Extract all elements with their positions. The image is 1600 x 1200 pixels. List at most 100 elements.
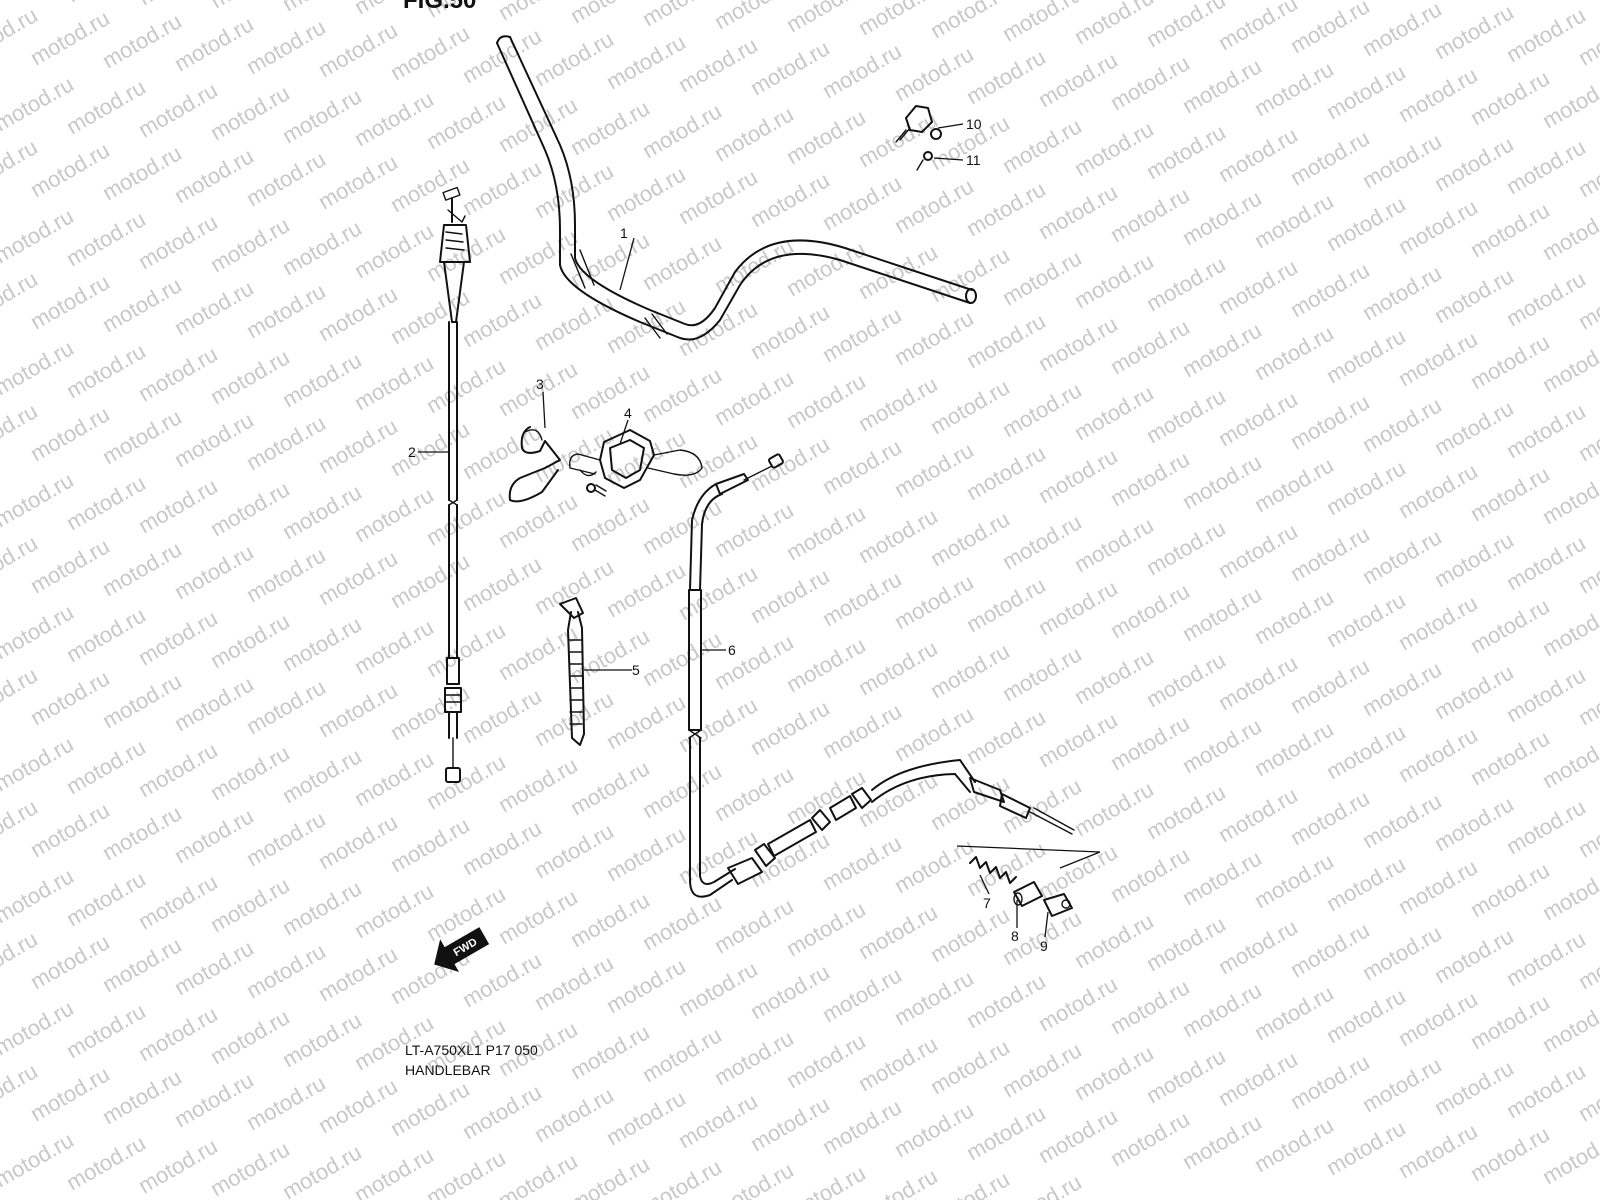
watermark-text: motod.ru: [62, 602, 150, 667]
watermark-text: motod.ru: [854, 635, 942, 700]
watermark-text: motod.ru: [350, 878, 438, 943]
watermark-text: motod.ru: [1394, 62, 1482, 127]
watermark-text: motod.ru: [1250, 56, 1338, 121]
watermark-text: motod.ru: [1142, 1043, 1230, 1108]
watermark-text: motod.ru: [854, 503, 942, 568]
watermark-text: motod.ru: [206, 1136, 294, 1200]
watermark-text: motod.ru: [1106, 974, 1194, 1039]
watermark-text: motod.ru: [1502, 926, 1590, 991]
watermark-text: motod.ru: [926, 0, 1014, 43]
watermark-text: motod.ru: [26, 929, 114, 994]
watermark-text: motod.ru: [26, 5, 114, 70]
model-code: LT-A750XL1 P17 050: [405, 1042, 538, 1058]
holder-part: [895, 105, 942, 143]
watermark-text: motod.ru: [638, 230, 726, 295]
watermark-text: motod.ru: [1142, 251, 1230, 316]
watermark-text: motod.ru: [530, 950, 618, 1015]
watermark-text: motod.ru: [1250, 584, 1338, 649]
watermark-text: motod.ru: [674, 164, 762, 229]
cable-tie-part: [559, 597, 585, 746]
watermark-text: motod.ru: [314, 149, 402, 214]
watermark-text: motod.ru: [494, 488, 582, 553]
watermark-text: motod.ru: [1214, 914, 1302, 979]
watermark-text: motod.ru: [242, 146, 330, 211]
watermark-text: motod.ru: [242, 278, 330, 343]
watermark-text: motod.ru: [1286, 257, 1374, 322]
watermark-text: motod.ru: [458, 155, 546, 220]
watermark-text: motod.ru: [422, 749, 510, 814]
watermark-text: motod.ru: [1286, 917, 1374, 982]
watermark-text: motod.ru: [602, 29, 690, 94]
watermark-text: motod.ru: [1358, 656, 1446, 721]
watermark-text: motod.ru: [1286, 653, 1374, 718]
handlebar-part: [496, 35, 977, 341]
watermark-text: motod.ru: [386, 152, 474, 217]
watermark-text: motod.ru: [1178, 581, 1266, 646]
watermark-text: motod.ru: [98, 272, 186, 337]
watermark-text: motod.ru: [782, 896, 870, 961]
watermark-text: motod.ru: [1394, 722, 1482, 787]
watermark-text: motod.ru: [1322, 455, 1410, 520]
leader-lines: [418, 123, 1049, 938]
watermark-text: motod.ru: [0, 0, 78, 4]
watermark-text: motod.ru: [242, 410, 330, 475]
watermark-text: motod.ru: [710, 761, 798, 826]
watermark-text: motod.ru: [746, 827, 834, 892]
watermark-text: motod.ru: [674, 296, 762, 361]
watermark-text: motod.ru: [1358, 128, 1446, 193]
watermark-text: motod.ru: [1070, 644, 1158, 709]
watermark-text: motod.ru: [566, 227, 654, 292]
watermark-text: motod.ru: [206, 212, 294, 277]
watermark-text: motod.ru: [890, 569, 978, 634]
figure-title: FIG.50: [403, 0, 476, 14]
watermark-text: motod.ru: [1106, 578, 1194, 643]
watermark-text: motod.ru: [1106, 1106, 1194, 1171]
watermark-text: motod.ru: [998, 377, 1086, 442]
watermark-text: motod.ru: [1322, 851, 1410, 916]
watermark-text: motod.ru: [1466, 857, 1554, 922]
watermark-text: motod.ru: [818, 434, 906, 499]
watermark-text: motod.ru: [746, 1091, 834, 1156]
watermark-text: motod.ru: [1034, 575, 1122, 640]
watermark-text: motod.ru: [890, 41, 978, 106]
watermark-text: motod.ru: [1430, 791, 1518, 856]
watermark-text: motod.ru: [890, 833, 978, 898]
watermark-text: motod.ru: [890, 173, 978, 238]
watermark-text: motod.ru: [1430, 0, 1518, 64]
watermark-text: motod.ru: [170, 671, 258, 736]
watermark-text: motod.ru: [278, 611, 366, 676]
watermark-text: motod.ru: [1466, 0, 1554, 1]
watermark-text: motod.ru: [1322, 191, 1410, 256]
watermark-text: motod.ru: [566, 491, 654, 556]
watermark-text: motod.ru: [422, 617, 510, 682]
watermark-text: motod.ru: [566, 887, 654, 952]
watermark-text: motod.ru: [1358, 392, 1446, 457]
watermark-text: motod.ru: [818, 830, 906, 895]
watermark-text: motod.ru: [998, 509, 1086, 574]
watermark-text: motod.ru: [206, 872, 294, 937]
watermark-text: motod.ru: [134, 341, 222, 406]
watermark-text: motod.ru: [1358, 1052, 1446, 1117]
watermark-text: motod.ru: [1034, 179, 1122, 244]
watermark-text: motod.ru: [98, 404, 186, 469]
watermark-text: motod.ru: [710, 1025, 798, 1090]
watermark-text: motod.ru: [1142, 911, 1230, 976]
watermark-text: motod.ru: [854, 1031, 942, 1096]
watermark-text: motod.ru: [962, 704, 1050, 769]
callout-11: 11: [966, 152, 981, 168]
watermark-text: motod.ru: [638, 1154, 726, 1200]
watermark-text: motod.ru: [98, 536, 186, 601]
watermark-text: motod.ru: [602, 425, 690, 490]
watermark-text: motod.ru: [1466, 461, 1554, 526]
watermark-text: motod.ru: [782, 500, 870, 565]
watermark-text: motod.ru: [1502, 134, 1590, 199]
watermark-text: motod.ru: [1430, 263, 1518, 328]
watermark-text: motod.ru: [26, 665, 114, 730]
watermark-text: motod.ru: [98, 140, 186, 205]
watermark-text: motod.ru: [494, 752, 582, 817]
watermark-text: motod.ru: [962, 44, 1050, 109]
watermark-text: motod.ru: [998, 113, 1086, 178]
section-name: HANDLEBAR: [405, 1062, 491, 1078]
watermark-text: motod.ru: [206, 1004, 294, 1069]
